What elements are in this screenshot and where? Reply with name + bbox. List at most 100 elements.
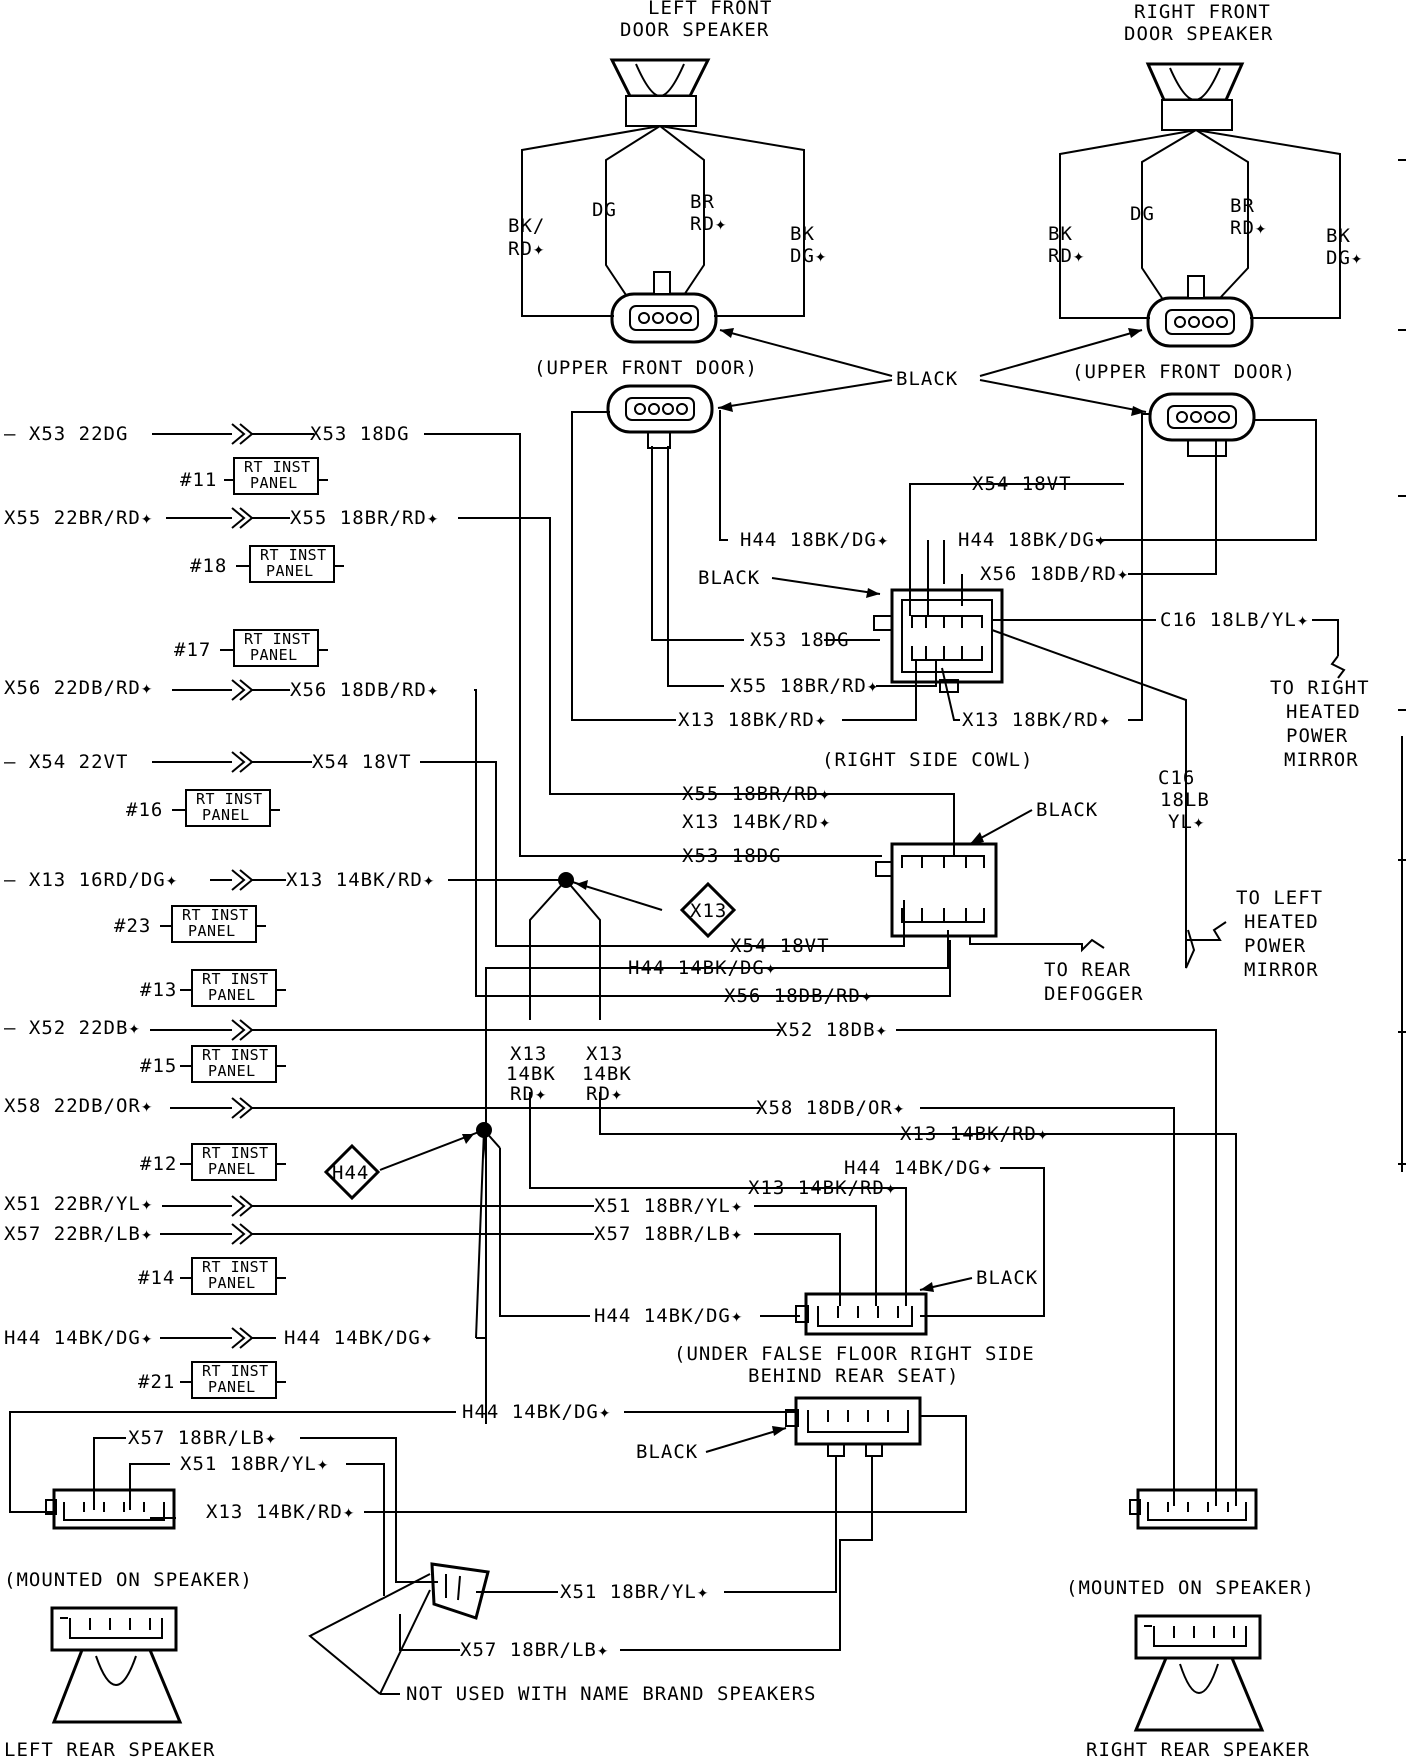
input-h44-14bk-dg: H44 14BK/DG✦: [4, 1327, 153, 1349]
panel-11-label-1: RT INST: [244, 458, 311, 476]
x13-stack-b-3: RD✦: [586, 1083, 623, 1105]
x54-18vt-left-label: X54 18VT: [312, 751, 412, 773]
input-x13-16rd-dg: – X13 16RD/DG✦: [4, 869, 178, 891]
right-front-speaker-cone-detail: [1169, 67, 1221, 102]
right-side-cowl-label: (RIGHT SIDE COWL): [822, 749, 1033, 771]
panel-21-label-1: RT INST: [202, 1362, 269, 1380]
floor-connector: BLACK (UNDER FALSE FLOOR RIGHT SIDE BEHI…: [674, 1267, 1037, 1387]
left-front-bk-rd-label-2: RD✦: [508, 238, 545, 260]
panel-23-number: #23: [114, 915, 151, 937]
panel-23: #23 RT INST PANEL: [114, 905, 266, 943]
under-false-floor-label-2: BEHIND REAR SEAT): [748, 1365, 959, 1387]
right-front-bk-rd-label: BK: [1048, 223, 1073, 245]
x13-rear-label: X13 14BK/RD✦: [206, 1501, 355, 1523]
right-front-speaker-magnet-icon: [1161, 99, 1233, 131]
to-left-heated-mirror: TO LEFT HEATED POWER MIRROR: [1186, 887, 1323, 981]
panel-11-number: #11: [180, 469, 217, 491]
panel-14-label-1: RT INST: [202, 1258, 269, 1276]
x52-18db-label: X52 18DB✦: [776, 1019, 888, 1041]
panel-13-label-2: PANEL: [208, 986, 256, 1004]
input-x56-22db-rd: X56 22DB/RD✦: [4, 677, 153, 699]
h44-18bk-a-label: H44 18BK/DG✦: [740, 529, 889, 551]
right-front-door-connector-upper: [1146, 275, 1254, 348]
edge-ticks: [1398, 159, 1406, 1172]
right-front-speaker-title-1: RIGHT FRONT: [1134, 1, 1271, 23]
x57-adapter-label: X57 18BR/LB✦: [460, 1639, 609, 1661]
adapter-icon: [430, 1562, 490, 1620]
x13-stack-a-3: RD✦: [510, 1083, 547, 1105]
input-x54-22vt: – X54 22VT: [4, 751, 128, 773]
h44-18bk-b-label: H44 18BK/DG✦: [958, 529, 1107, 551]
h44-14bk-c-label: H44 14BK/DG✦: [844, 1157, 993, 1179]
rear-defogger-label-1: TO REAR: [1044, 959, 1131, 981]
mid-labels: X53 18DG X55 18BR/RD✦ X56 18DB/RD✦ X54 1…: [284, 423, 1049, 1349]
left-mirror-label-1: TO LEFT: [1236, 887, 1323, 909]
right-side-cowl-connector: [873, 588, 1004, 693]
input-x52-22db: – X52 22DB✦: [4, 1017, 141, 1039]
panel-14: #14 RT INST PANEL: [138, 1257, 286, 1295]
right-front-dg-label: DG: [1130, 203, 1155, 225]
h44-mid-label: H44 14BK/DG✦: [628, 957, 777, 979]
x51-18br-label: X51 18BR/YL✦: [594, 1195, 743, 1217]
black-rear-label: BLACK: [636, 1441, 698, 1463]
panel-15-label-2: PANEL: [208, 1062, 256, 1080]
splice-h44: H44: [323, 1122, 501, 1339]
speaker-adapter: NOT USED WITH NAME BRAND SPEAKERS: [308, 1562, 816, 1705]
panel-16: #16 RT INST PANEL: [126, 789, 280, 827]
left-rear-connector: [45, 1488, 176, 1530]
x13-stack-a-2: 14BK: [506, 1063, 556, 1085]
left-front-speaker-cone-detail: [635, 63, 685, 98]
input-wires: [150, 423, 780, 1349]
left-front-bk-dg-label-2: DG✦: [790, 245, 827, 267]
black-center-label: BLACK: [896, 368, 958, 390]
right-front-bk-dg-label-2: DG✦: [1326, 247, 1363, 269]
left-front-br-rd-label-2: RD✦: [690, 213, 727, 235]
panel-17-label-2: PANEL: [250, 646, 298, 664]
panel-13: #13 RT INST PANEL: [140, 969, 286, 1007]
c16-stack-1: C16: [1158, 767, 1195, 789]
panel-17-label-1: RT INST: [244, 630, 311, 648]
upper-front-door-right-label: (UPPER FRONT DOOR): [1072, 361, 1296, 383]
panel-15-number: #15: [140, 1055, 177, 1077]
right-front-speaker-wires: BK RD✦ DG BR RD✦ BK DG✦: [1048, 129, 1363, 319]
right-mirror-label-3: POWER: [1286, 725, 1348, 747]
input-x51-22br-yl: X51 22BR/YL✦: [4, 1193, 153, 1215]
right-mirror-label-2: HEATED: [1286, 701, 1361, 723]
panel-17: #17 RT INST PANEL: [174, 629, 328, 667]
right-rear-speaker-cone-icon: [1133, 1656, 1265, 1732]
x58-18db-label: X58 18DB/OR✦: [756, 1097, 905, 1119]
right-front-br-rd-label-2: RD✦: [1230, 217, 1267, 239]
left-mirror-label-2: HEATED: [1244, 911, 1319, 933]
panel-17-number: #17: [174, 639, 211, 661]
h44-14bk-rear-label: H44 14BK/DG✦: [462, 1401, 611, 1423]
x13-stack-b-2: 14BK: [582, 1063, 632, 1085]
black-door-connectors-pointer: BLACK: [717, 328, 1147, 416]
right-front-door-speaker: RIGHT FRONT DOOR SPEAKER: [1124, 1, 1272, 131]
x13-mid-label: X13 14BK/RD✦: [682, 811, 831, 833]
panel-23-label-2: PANEL: [188, 922, 236, 940]
x53-18dg-top-label: X53 18DG: [310, 423, 410, 445]
panel-16-label-1: RT INST: [196, 790, 263, 808]
left-front-br-rd-label: BR: [690, 191, 715, 213]
x56-18db-top-label: X56 18DB/RD✦: [290, 679, 439, 701]
black-mid-label: BLACK: [1036, 799, 1098, 821]
left-mirror-label-3: POWER: [1244, 935, 1306, 957]
panel-16-number: #16: [126, 799, 163, 821]
right-front-speaker-cone-icon: [1145, 62, 1245, 102]
panel-12: #12 RT INST PANEL: [140, 1143, 286, 1181]
wire-runs: [420, 433, 1237, 1506]
panel-21: #21 RT INST PANEL: [138, 1361, 286, 1399]
x53-mid-label: X53 18DG: [682, 845, 782, 867]
panel-14-number: #14: [138, 1267, 175, 1289]
panel-15-label-1: RT INST: [202, 1046, 269, 1064]
x13-18bk-a-label: X13 18BK/RD✦: [678, 709, 827, 731]
right-rear-speaker: (MOUNTED ON SPEAKER) RIGHT REAR SPEAKER: [1066, 1577, 1314, 1760]
left-front-door-speaker: LEFT FRONT DOOR SPEAKER: [609, 0, 771, 127]
x55-18br-top-label: X55 18BR/RD✦: [290, 507, 439, 529]
left-front-speaker-wires: BK/ RD✦ DG BR RD✦ BK DG✦: [508, 125, 827, 317]
x13-14bk-d-label: X13 14BK/RD✦: [748, 1177, 897, 1199]
rear-labels: H44 14BK/DG✦ X57 18BR/LB✦ X51 18BR/YL✦ X…: [128, 1401, 708, 1661]
x13-14bk-c-label: X13 14BK/RD✦: [900, 1123, 1049, 1145]
c16-stack-3: YL✦: [1168, 811, 1205, 833]
